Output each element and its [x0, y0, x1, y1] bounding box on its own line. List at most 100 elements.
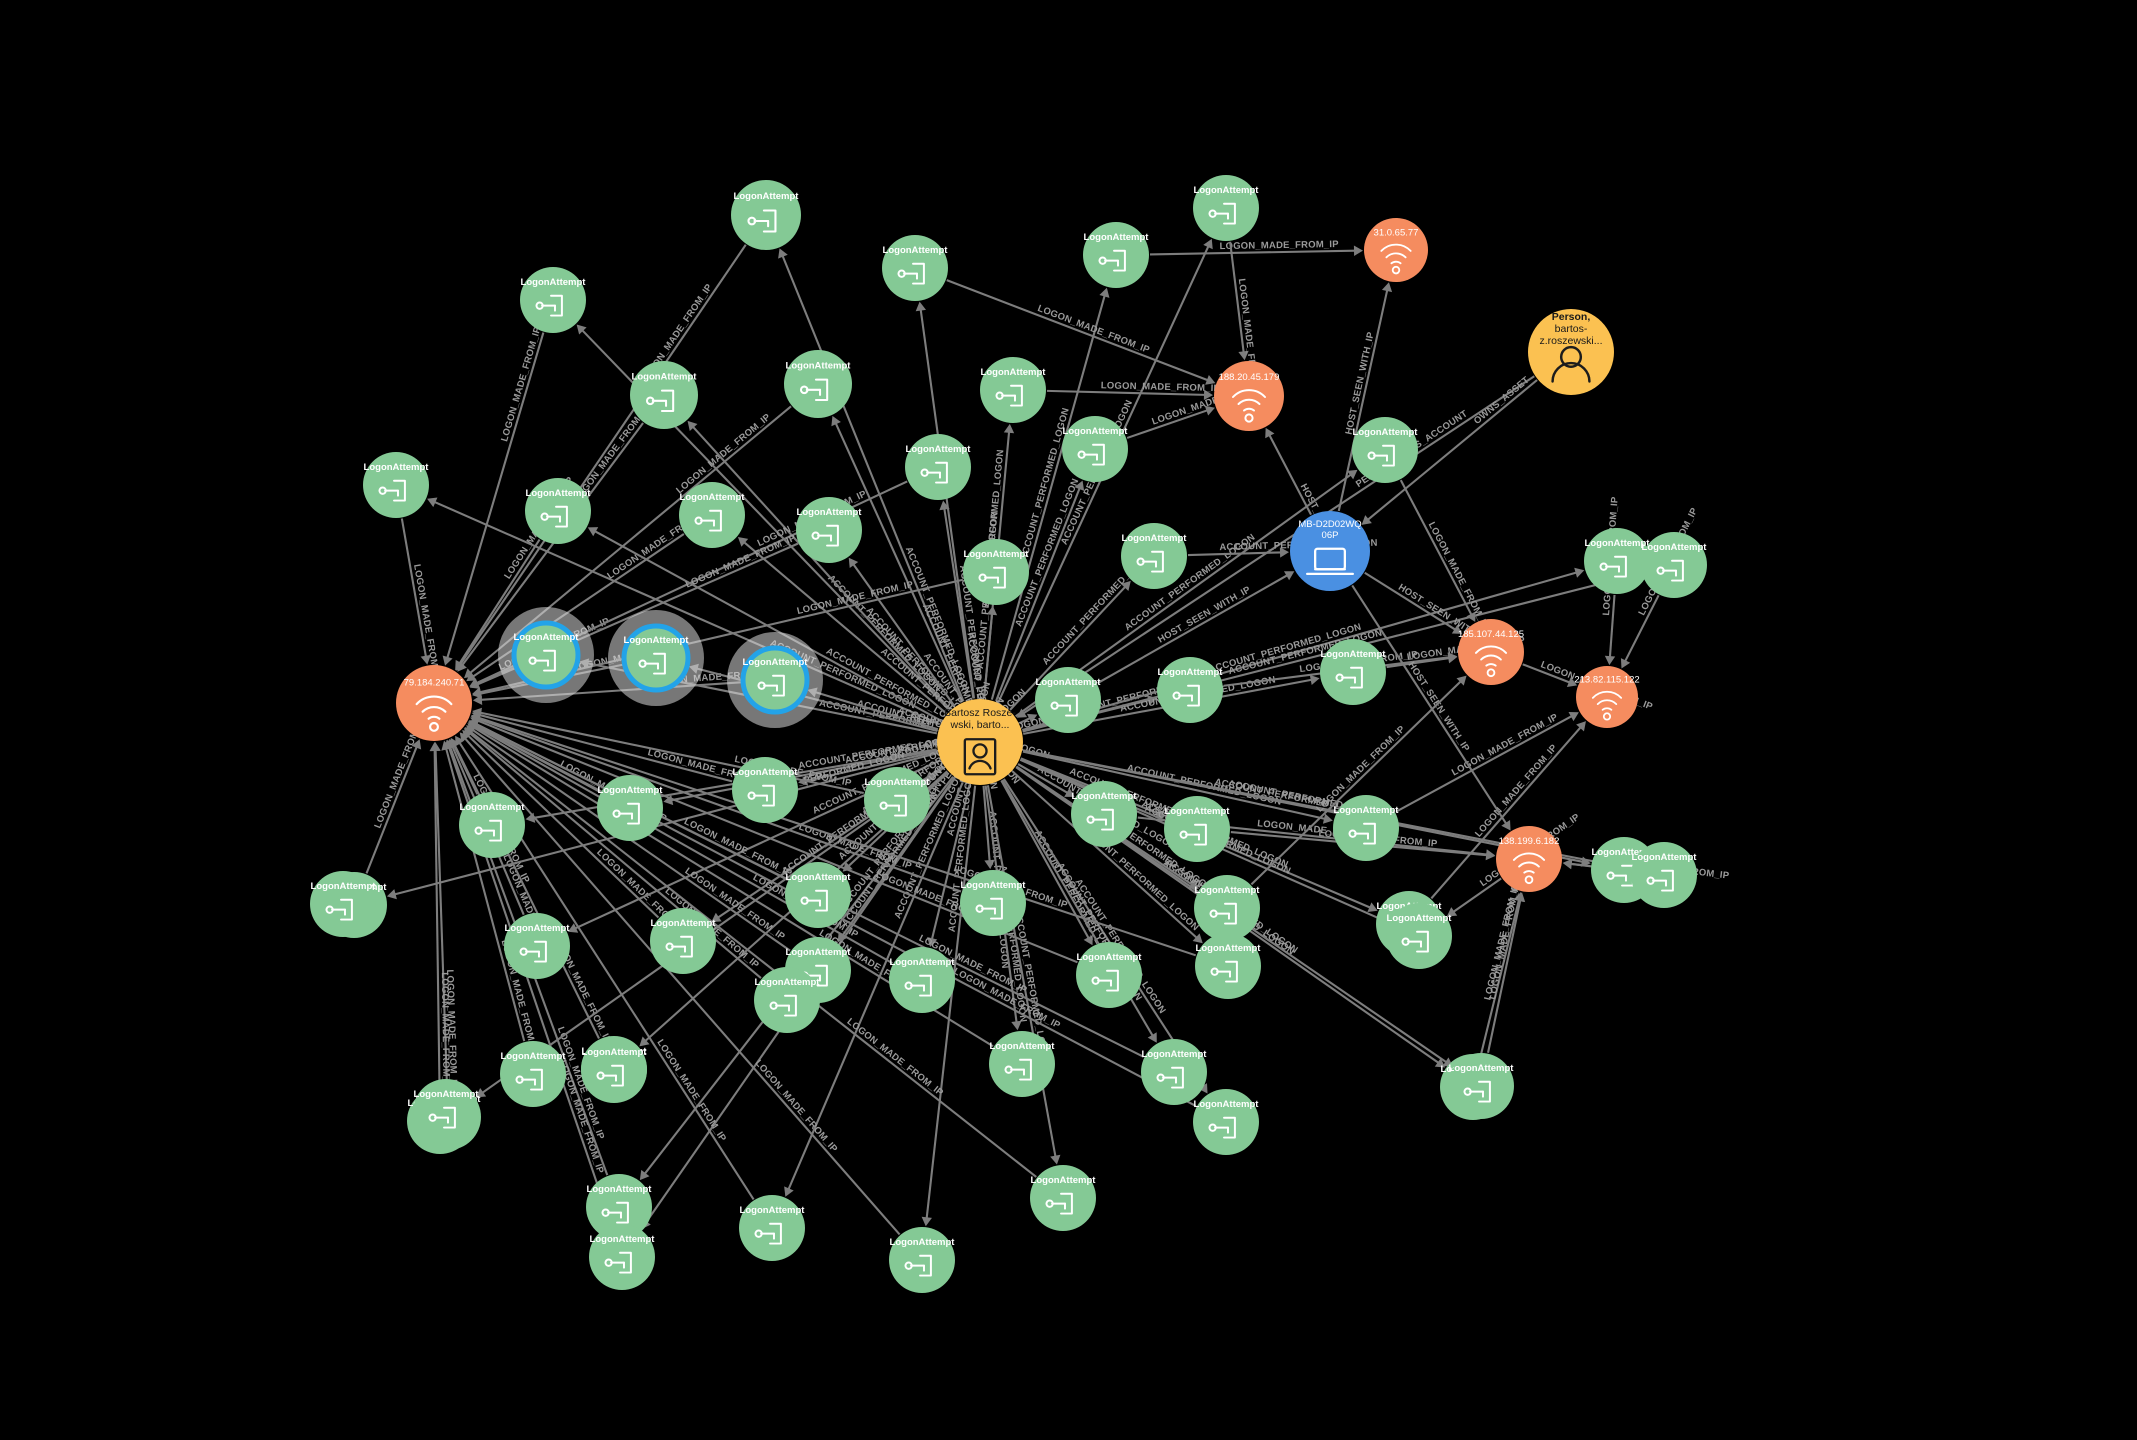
node-circle[interactable] — [754, 967, 820, 1033]
node-circle[interactable] — [581, 1037, 647, 1103]
graph-node-logon[interactable]: LogonAttempt — [1631, 842, 1697, 908]
graph-edge[interactable]: LOGON_MADE_FROM_IP — [1149, 239, 1364, 256]
graph-node-logon[interactable]: LogonAttempt — [889, 1227, 955, 1293]
graph-node-logon[interactable]: LogonAttempt — [1641, 532, 1707, 598]
node-circle[interactable] — [731, 180, 801, 250]
graph-node-logon[interactable]: LogonAttempt — [754, 967, 820, 1033]
node-circle[interactable] — [396, 665, 472, 741]
graph-node-logon[interactable]: LogonAttempt — [498, 607, 594, 703]
graph-edge[interactable]: LOGON_MADE_FROM_IP — [946, 279, 1216, 385]
node-circle[interactable] — [1364, 218, 1428, 282]
graph-node-logon[interactable]: LogonAttempt — [989, 1031, 1055, 1097]
graph-node-logon[interactable]: LogonAttempt — [731, 180, 801, 250]
graph-node-logon[interactable]: LogonAttempt — [882, 235, 948, 301]
node-circle[interactable] — [363, 452, 429, 518]
node-circle[interactable] — [889, 947, 955, 1013]
node-circle[interactable] — [630, 361, 698, 429]
graph-node-logon[interactable]: LogonAttempt — [459, 792, 525, 858]
node-circle[interactable] — [1083, 222, 1149, 288]
graph-node-logon[interactable]: LogonAttempt — [520, 267, 586, 333]
node-circle[interactable] — [732, 757, 798, 823]
graph-node-logon[interactable]: LogonAttempt — [1584, 528, 1650, 594]
graph-edge[interactable]: LOGON_MADE_FROM_IP — [1487, 881, 1526, 1053]
graph-node-account[interactable]: Bartosz Rosze-wski, barto... — [937, 699, 1023, 785]
node-circle[interactable] — [742, 647, 808, 713]
node-circle[interactable] — [1193, 1089, 1259, 1155]
node-circle[interactable] — [1584, 528, 1650, 594]
graph-node-logon[interactable]: LogonAttempt — [905, 434, 971, 500]
node-circle[interactable] — [1333, 795, 1399, 861]
graph-node-logon[interactable]: LogonAttempt — [608, 610, 704, 706]
graph-node-person[interactable]: Person,bartos-z.roszewski... — [1528, 309, 1614, 395]
node-circle[interactable] — [739, 1195, 805, 1261]
node-circle[interactable] — [1193, 175, 1259, 241]
graph-node-logon[interactable]: LogonAttempt — [581, 1037, 647, 1103]
node-circle[interactable] — [785, 862, 851, 928]
node-circle[interactable] — [513, 622, 579, 688]
graph-node-logon[interactable]: LogonAttempt — [679, 482, 745, 548]
node-circle[interactable] — [650, 908, 716, 974]
graph-node-logon[interactable]: LogonAttempt — [1352, 417, 1418, 483]
graph-node-logon[interactable]: LogonAttempt — [1193, 175, 1259, 241]
graph-edge[interactable]: LOGON_MADE_FROM_IP — [1046, 380, 1221, 401]
node-circle[interactable] — [1157, 657, 1223, 723]
graph-node-logon[interactable]: LogonAttempt — [785, 862, 851, 928]
graph-edge[interactable]: LOGON_MADE_FROM_IP — [400, 518, 443, 683]
graph-node-logon[interactable]: LogonAttempt — [1071, 781, 1137, 847]
node-circle[interactable] — [1030, 1165, 1096, 1231]
node-circle[interactable] — [679, 482, 745, 548]
graph-edge[interactable] — [1562, 858, 1591, 870]
graph-node-logon[interactable]: LogonAttempt — [739, 1195, 805, 1261]
graph-node-logon[interactable]: LogonAttempt — [864, 767, 930, 833]
node-circle[interactable] — [1386, 903, 1452, 969]
graph-node-logon[interactable]: LogonAttempt — [413, 1079, 479, 1145]
node-circle[interactable] — [1164, 796, 1230, 862]
graph-node-ip[interactable]: 31.0.65.77 — [1364, 218, 1428, 282]
graph-node-logon[interactable]: LogonAttempt — [1121, 523, 1187, 589]
graph-node-logon[interactable]: LogonAttempt — [630, 361, 698, 429]
node-circle[interactable] — [623, 625, 689, 691]
graph-edge[interactable]: LOGON_MADE_FROM_IP — [429, 741, 452, 1092]
graph-node-logon[interactable]: LogonAttempt — [727, 632, 823, 728]
node-circle[interactable] — [525, 478, 591, 544]
node-circle[interactable] — [905, 434, 971, 500]
node-circle[interactable] — [864, 767, 930, 833]
node-circle[interactable] — [520, 267, 586, 333]
graph-node-ip[interactable]: 185.107.44.125 — [1458, 619, 1524, 685]
graph-node-logon[interactable]: LogonAttempt — [1030, 1165, 1096, 1231]
node-circle[interactable] — [889, 1227, 955, 1293]
graph-edge[interactable]: LOGON_MADE_FROM_IP — [455, 244, 747, 671]
graph-node-logon[interactable]: LogonAttempt — [1333, 795, 1399, 861]
node-circle[interactable] — [1121, 523, 1187, 589]
graph-node-logon[interactable]: LogonAttempt — [1164, 796, 1230, 862]
node-circle[interactable] — [963, 539, 1029, 605]
graph-node-ip[interactable]: 79.184.240.71 — [396, 665, 472, 741]
graph-node-logon[interactable]: LogonAttempt — [1193, 1089, 1259, 1155]
node-circle[interactable] — [980, 357, 1046, 423]
graph-node-logon[interactable]: LogonAttempt — [963, 539, 1029, 605]
graph-node-logon[interactable]: LogonAttempt — [1195, 933, 1261, 999]
node-circle[interactable] — [597, 775, 663, 841]
graph-node-logon[interactable]: LogonAttempt — [1320, 639, 1386, 705]
graph-node-logon[interactable]: LogonAttempt — [500, 1041, 566, 1107]
node-circle[interactable] — [1641, 532, 1707, 598]
graph-node-ip[interactable]: 188.20.45.179 — [1214, 361, 1284, 431]
node-circle[interactable] — [500, 1041, 566, 1107]
node-circle[interactable] — [1035, 667, 1101, 733]
graph-node-logon[interactable]: LogonAttempt — [1194, 875, 1260, 941]
graph-node-logon[interactable]: LogonAttempt — [732, 757, 798, 823]
node-circle[interactable] — [589, 1224, 655, 1290]
node-circle[interactable] — [1576, 666, 1638, 728]
graph-node-logon[interactable]: LogonAttempt — [1386, 903, 1452, 969]
node-circle[interactable] — [586, 1174, 652, 1240]
node-circle[interactable] — [1194, 875, 1260, 941]
graph-node-logon[interactable]: LogonAttempt — [1076, 942, 1142, 1008]
graph-node-logon[interactable]: LogonAttempt — [310, 871, 376, 937]
graph-node-logon[interactable]: LogonAttempt — [650, 908, 716, 974]
graph-node-logon[interactable]: LogonAttempt — [1141, 1039, 1207, 1105]
graph-node-logon[interactable]: LogonAttempt — [1062, 416, 1128, 482]
graph-node-logon[interactable]: LogonAttempt — [889, 947, 955, 1013]
